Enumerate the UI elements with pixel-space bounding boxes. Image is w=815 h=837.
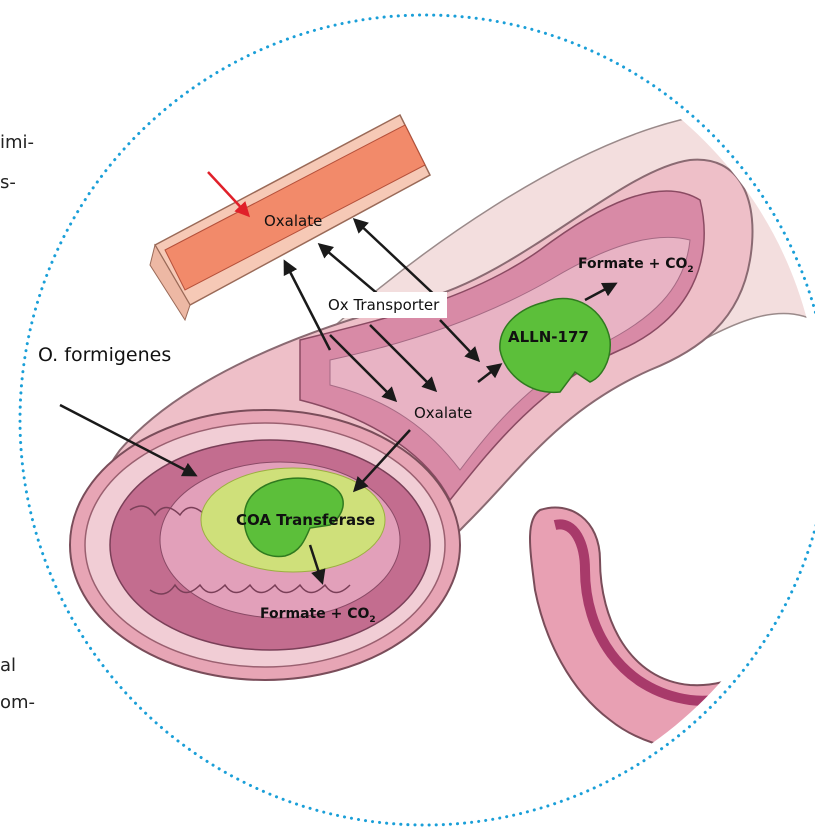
formate-co2-top: Formate + CO2 <box>578 256 694 272</box>
o-formigenes-label: O. formigenes <box>36 344 173 366</box>
oxalate-vessel-label: Oxalate <box>264 212 322 230</box>
oxalate-lumen-label: Oxalate <box>414 404 472 422</box>
left-text-fragment-1: imi- <box>0 132 34 153</box>
left-text-fragment-4: om- <box>0 692 35 713</box>
left-text-fragment-2: s- <box>0 172 16 193</box>
coa-transferase-label: COA Transferase <box>236 511 375 529</box>
formate-co2-bottom: Formate + CO2 <box>260 606 376 622</box>
lower-intestine-segment <box>530 507 780 750</box>
ox-transporter-label: Ox Transporter <box>320 292 447 318</box>
alln-177-label: ALLN-177 <box>508 328 589 346</box>
left-text-fragment-3: al <box>0 655 16 676</box>
blood-vessel-interior <box>165 125 425 290</box>
